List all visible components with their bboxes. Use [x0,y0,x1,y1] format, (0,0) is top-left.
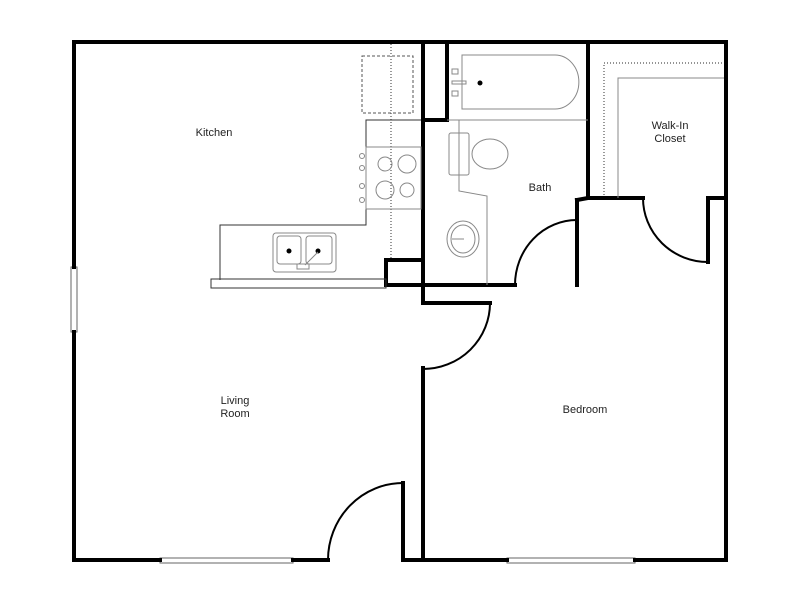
bathtub-icon [451,54,580,110]
room-label-bedroom: Bedroom [562,404,608,416]
window-left [70,266,78,333]
living-label-line1: Living [220,395,250,407]
door-closet[interactable] [642,197,709,263]
bath-sink-icon [446,220,480,258]
living-label-line2: Room [220,408,250,420]
counter-edge [210,278,387,289]
kitchen-sink-icon [272,232,337,273]
interior-walls [384,40,728,562]
closet-label-line1: Walk-In [651,120,689,132]
kitchen-counter [219,119,421,280]
refrigerator [361,55,414,114]
outer-walls [72,40,728,562]
door-living-entry[interactable] [327,482,404,561]
room-label-bath: Bath [528,182,552,194]
closet-label-line2: Closet [654,133,686,145]
vanity-counter [458,120,488,285]
closet-shelving [603,62,724,198]
door-bath[interactable] [514,219,578,286]
bath-fixtures [446,54,588,285]
room-label-kitchen: Kitchen [195,127,233,139]
window-bedroom-bottom [506,557,636,564]
toilet-icon [448,132,509,176]
room-label-closet: Walk-In Closet [652,120,689,146]
door-living-kitchen[interactable] [422,302,491,370]
kitchen-fixtures [210,44,422,289]
stove-icon [359,146,422,210]
room-label-living: Living Room [220,395,249,421]
window-living-bottom [159,557,294,564]
